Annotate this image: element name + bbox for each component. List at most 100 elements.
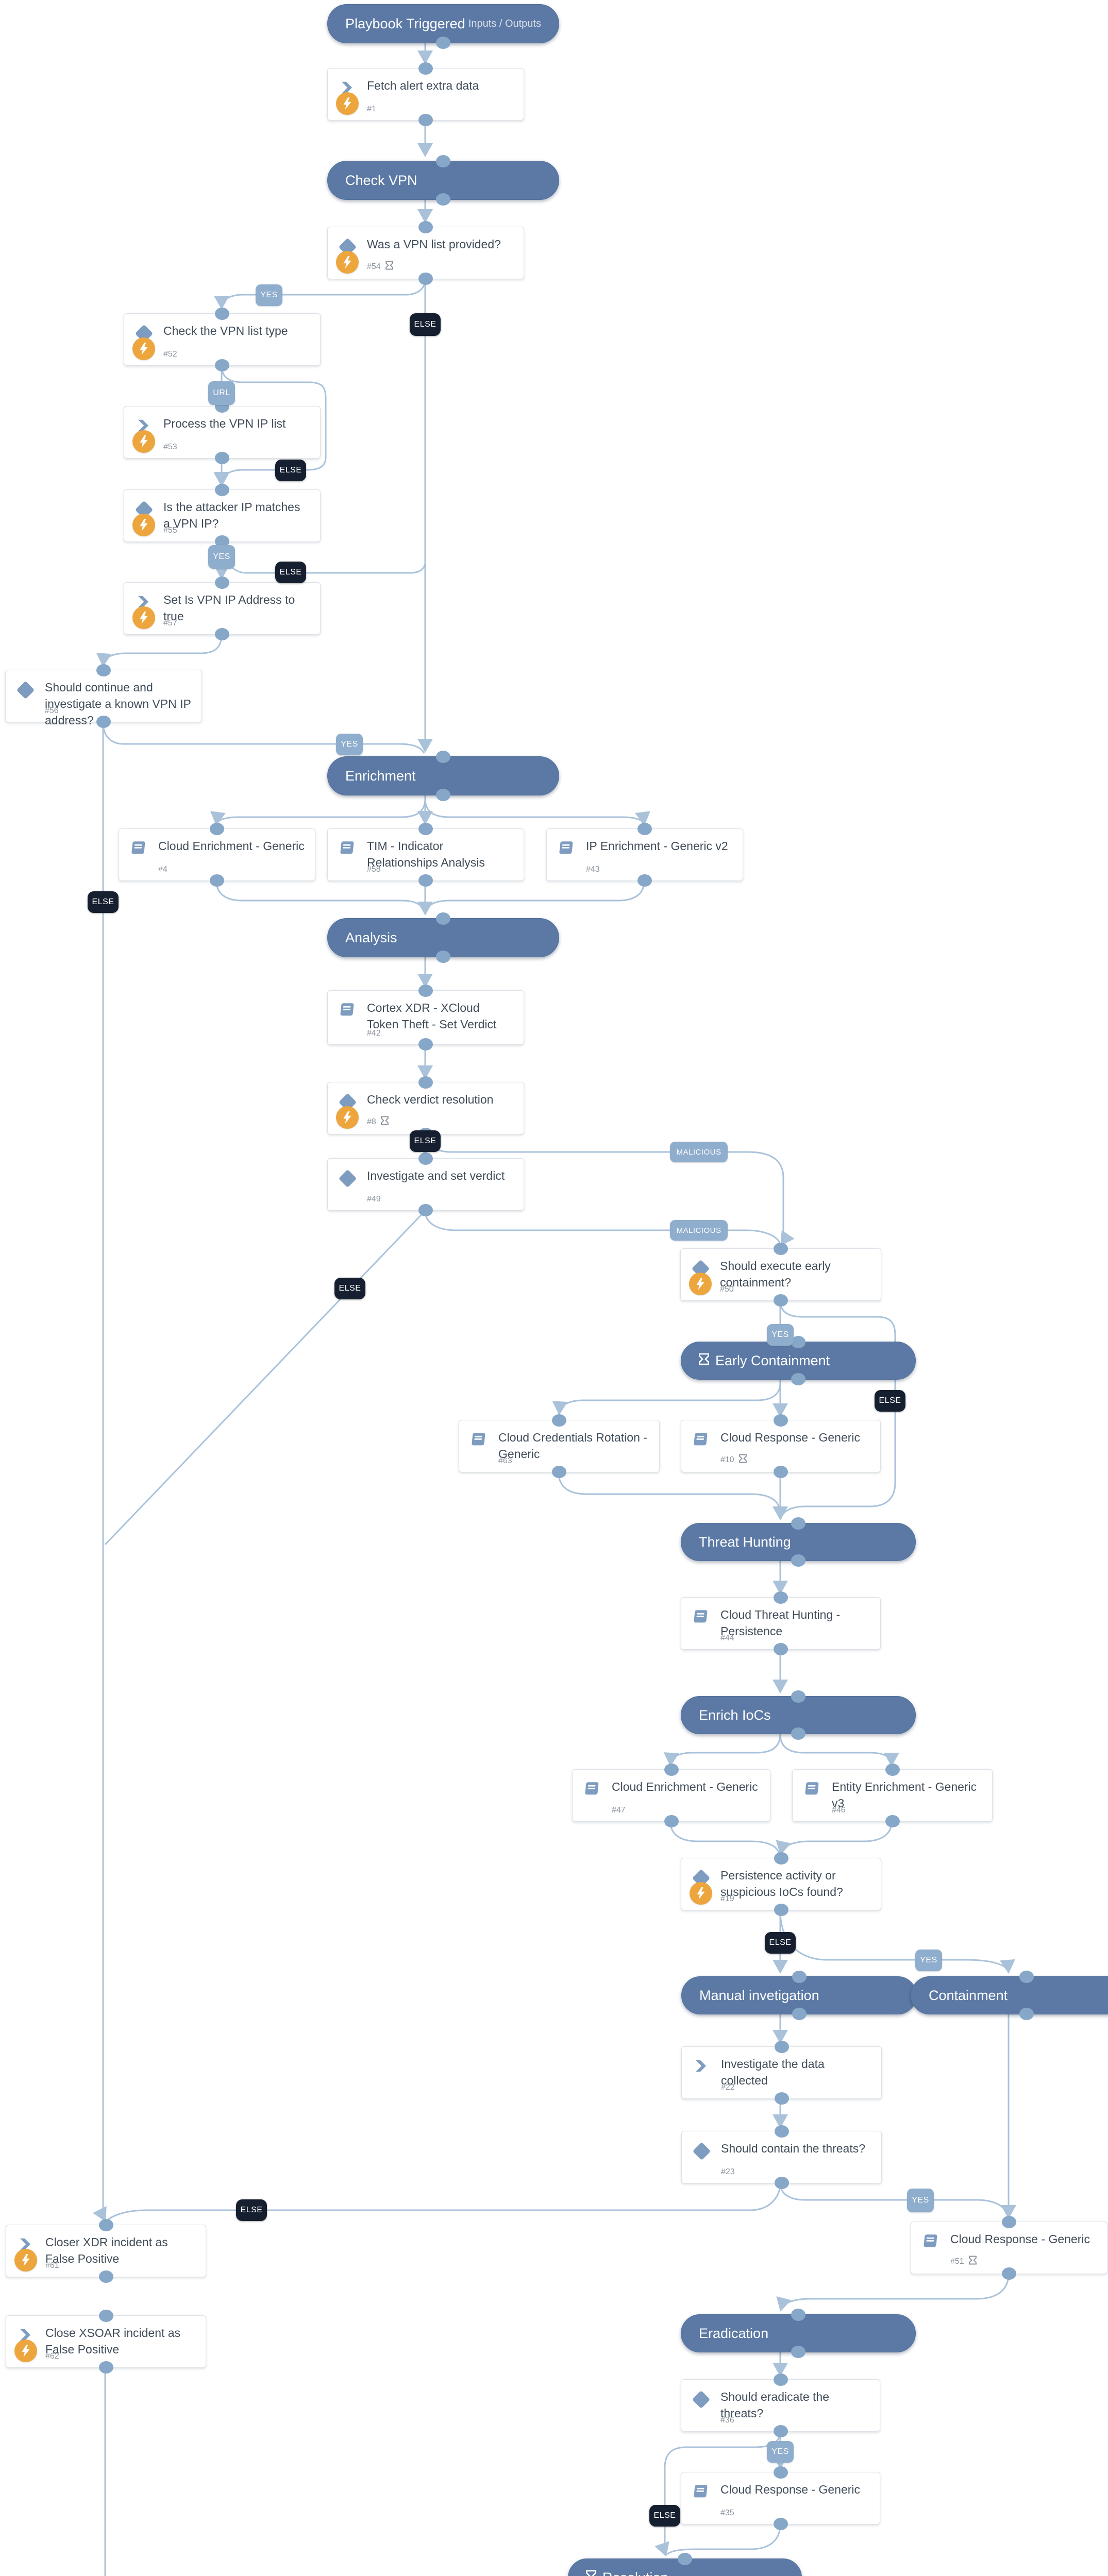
lightning-icon	[336, 1106, 359, 1129]
branch-label-else: ELSE	[765, 1932, 796, 1954]
subplaybook-cloud-credentials-rotation[interactable]: Cloud Credentials Rotation - Generic #63	[459, 1414, 660, 1478]
lightning-icon	[132, 514, 155, 536]
section-title: Eradication	[699, 2325, 769, 2341]
node-number: #42	[367, 1029, 381, 1038]
node-title: Cloud Credentials Rotation - Generic	[498, 1431, 647, 1461]
condition-investigate-and-set-verdict[interactable]: Investigate and set verdict #49	[327, 1153, 524, 1216]
node-number: #54	[367, 261, 393, 273]
node-number: #53	[163, 443, 177, 451]
subplaybook-cloud-enrichment-generic-1[interactable]: Cloud Enrichment - Generic #4	[119, 823, 315, 887]
node-title: Cloud Response - Generic	[950, 2232, 1090, 2246]
branch-label-else: ELSE	[334, 1278, 365, 1299]
task-close-xdr-incident-false-positive[interactable]: Closer XDR incident as False Positive #6…	[6, 2219, 206, 2283]
node-title: Process the VPN IP list	[163, 417, 286, 430]
chevron-icon	[18, 2327, 33, 2343]
section-title: Check VPN	[345, 172, 417, 188]
section-header-analysis[interactable]: Analysis	[327, 912, 559, 963]
node-title: Cloud Response - Generic	[720, 2483, 861, 2496]
book-icon	[921, 2232, 939, 2250]
node-number: #51	[950, 2256, 977, 2267]
subplaybook-xcloud-token-theft-set-verdict[interactable]: Cortex XDR - XCloud Token Theft - Set Ve…	[327, 985, 524, 1050]
book-icon	[803, 1780, 820, 1798]
node-number: #58	[367, 865, 381, 874]
branch-label-else: ELSE	[649, 2505, 680, 2527]
node-number: #10	[720, 1454, 747, 1466]
book-icon	[557, 839, 575, 857]
node-number: #35	[720, 2509, 734, 2517]
node-number: #8	[367, 1116, 389, 1128]
condition-should-eradicate-threats[interactable]: Should eradicate the threats? #36	[681, 2374, 880, 2437]
subplaybook-tim-indicator-relationships[interactable]: TIM - Indicator Relationships Analysis #…	[327, 823, 524, 887]
condition-should-contain-threats[interactable]: Should contain the threats? #23	[681, 2125, 882, 2189]
node-title: Check the VPN list type	[163, 324, 288, 337]
task-fetch-alert-extra-data[interactable]: Fetch alert extra data #1	[327, 62, 524, 126]
section-header-enrichment[interactable]: Enrichment	[327, 751, 559, 801]
node-title: Cortex XDR - XCloud Token Theft - Set Ve…	[367, 1001, 497, 1031]
subplaybook-cloud-response-early-containment[interactable]: Cloud Response - Generic #10	[681, 1414, 881, 1478]
section-title: Containment	[929, 1987, 1008, 2003]
task-process-vpn-ip-list[interactable]: Process the VPN IP list #53	[124, 400, 321, 464]
lightning-icon	[689, 1273, 712, 1295]
task-close-xsoar-incident-false-positive[interactable]: Close XSOAR incident as False Positive #…	[6, 2310, 206, 2374]
condition-should-execute-early-containment[interactable]: Should execute early containment? #50	[680, 1243, 881, 1307]
section-header-manual-investigation[interactable]: Manual invetigation	[681, 1971, 917, 2020]
section-header-eradication[interactable]: Eradication	[681, 2309, 916, 2358]
section-title: Enrichment	[345, 768, 416, 784]
node-title: TIM - Indicator Relationships Analysis	[367, 839, 485, 869]
node-title: Cloud Enrichment - Generic	[612, 1780, 758, 1793]
condition-was-vpn-list-provided[interactable]: Was a VPN list provided? #54	[327, 221, 524, 285]
condition-should-continue-known-vpn[interactable]: Should continue and investigate a known …	[5, 664, 202, 728]
book-icon	[469, 1431, 487, 1448]
chevron-icon	[693, 2058, 709, 2074]
branch-label-yes: YES	[767, 1324, 794, 1346]
branch-label-malicious: MALICIOUS	[670, 1142, 728, 1162]
lightning-icon	[14, 2249, 37, 2272]
section-header-enrich-iocs[interactable]: Enrich IoCs	[681, 1690, 916, 1740]
node-title: Should eradicate the threats?	[720, 2390, 829, 2420]
section-header-containment[interactable]: Containment	[911, 1971, 1108, 2020]
subplaybook-cloud-threat-hunting-persistence[interactable]: Cloud Threat Hunting - Persistence #44	[681, 1591, 881, 1655]
section-header-threat-hunting[interactable]: Threat Hunting	[681, 1517, 916, 1567]
subplaybook-cloud-enrichment-generic-2[interactable]: Cloud Enrichment - Generic #47	[572, 1764, 770, 1827]
section-header-early-containment[interactable]: Early Containment	[681, 1336, 916, 1385]
node-number: #63	[498, 1456, 512, 1465]
branch-label-else: ELSE	[236, 2199, 267, 2221]
lightning-icon	[132, 337, 155, 360]
section-title: Threat Hunting	[699, 1534, 791, 1550]
chevron-icon	[18, 2236, 33, 2252]
node-number: #22	[721, 2083, 735, 2092]
branch-label-yes: YES	[208, 545, 235, 569]
branch-label-else: ELSE	[410, 1130, 441, 1152]
node-number: #57	[163, 619, 177, 628]
node-number: #19	[720, 1894, 734, 1903]
task-set-is-vpn-ip-true[interactable]: Set Is VPN IP Address to true #57	[124, 577, 321, 640]
subplaybook-entity-enrichment-generic-v3[interactable]: Entity Enrichment - Generic v3 #46	[792, 1764, 993, 1827]
branch-label-malicious: MALICIOUS	[670, 1220, 728, 1241]
node-title: IP Enrichment - Generic v2	[586, 839, 728, 853]
section-title: Enrich IoCs	[699, 1707, 771, 1723]
section-header-check-vpn[interactable]: Check VPN	[327, 155, 559, 206]
book-icon	[338, 1001, 356, 1019]
branch-label-yes: YES	[915, 1950, 942, 1971]
node-number: #61	[45, 2261, 59, 2270]
condition-check-verdict-resolution[interactable]: Check verdict resolution #8	[327, 1076, 524, 1140]
inputs-outputs-link[interactable]: Inputs / Outputs	[468, 18, 541, 29]
hourglass-icon	[380, 1116, 389, 1128]
branch-label-yes: YES	[767, 2441, 794, 2463]
node-number: #49	[367, 1195, 381, 1204]
subplaybook-cloud-response-containment[interactable]: Cloud Response - Generic #51	[911, 2216, 1107, 2280]
subplaybook-ip-enrichment-generic-v2[interactable]: IP Enrichment - Generic v2 #43	[546, 823, 743, 887]
section-header-resolution[interactable]: Resolution	[568, 2553, 802, 2576]
condition-persistence-or-suspicious-iocs[interactable]: Persistence activity or suspicious IoCs …	[681, 1852, 881, 1916]
task-investigate-data-collected[interactable]: Investigate the data collected #22	[681, 2041, 882, 2105]
node-number: #23	[721, 2167, 735, 2176]
hourglass-icon	[699, 1353, 709, 1369]
node-number: #4	[158, 865, 167, 874]
node-number: #55	[163, 526, 177, 535]
condition-attacker-ip-matches-vpn[interactable]: Is the attacker IP matches a VPN IP? #55	[124, 484, 321, 548]
condition-check-vpn-list-type[interactable]: Check the VPN list type #52	[124, 308, 321, 371]
subplaybook-cloud-response-eradication[interactable]: Cloud Response - Generic #35	[681, 2466, 880, 2530]
start-node-playbook-triggered[interactable]: Playbook Triggered Inputs / Outputs	[327, 4, 559, 49]
book-icon	[692, 2483, 709, 2500]
